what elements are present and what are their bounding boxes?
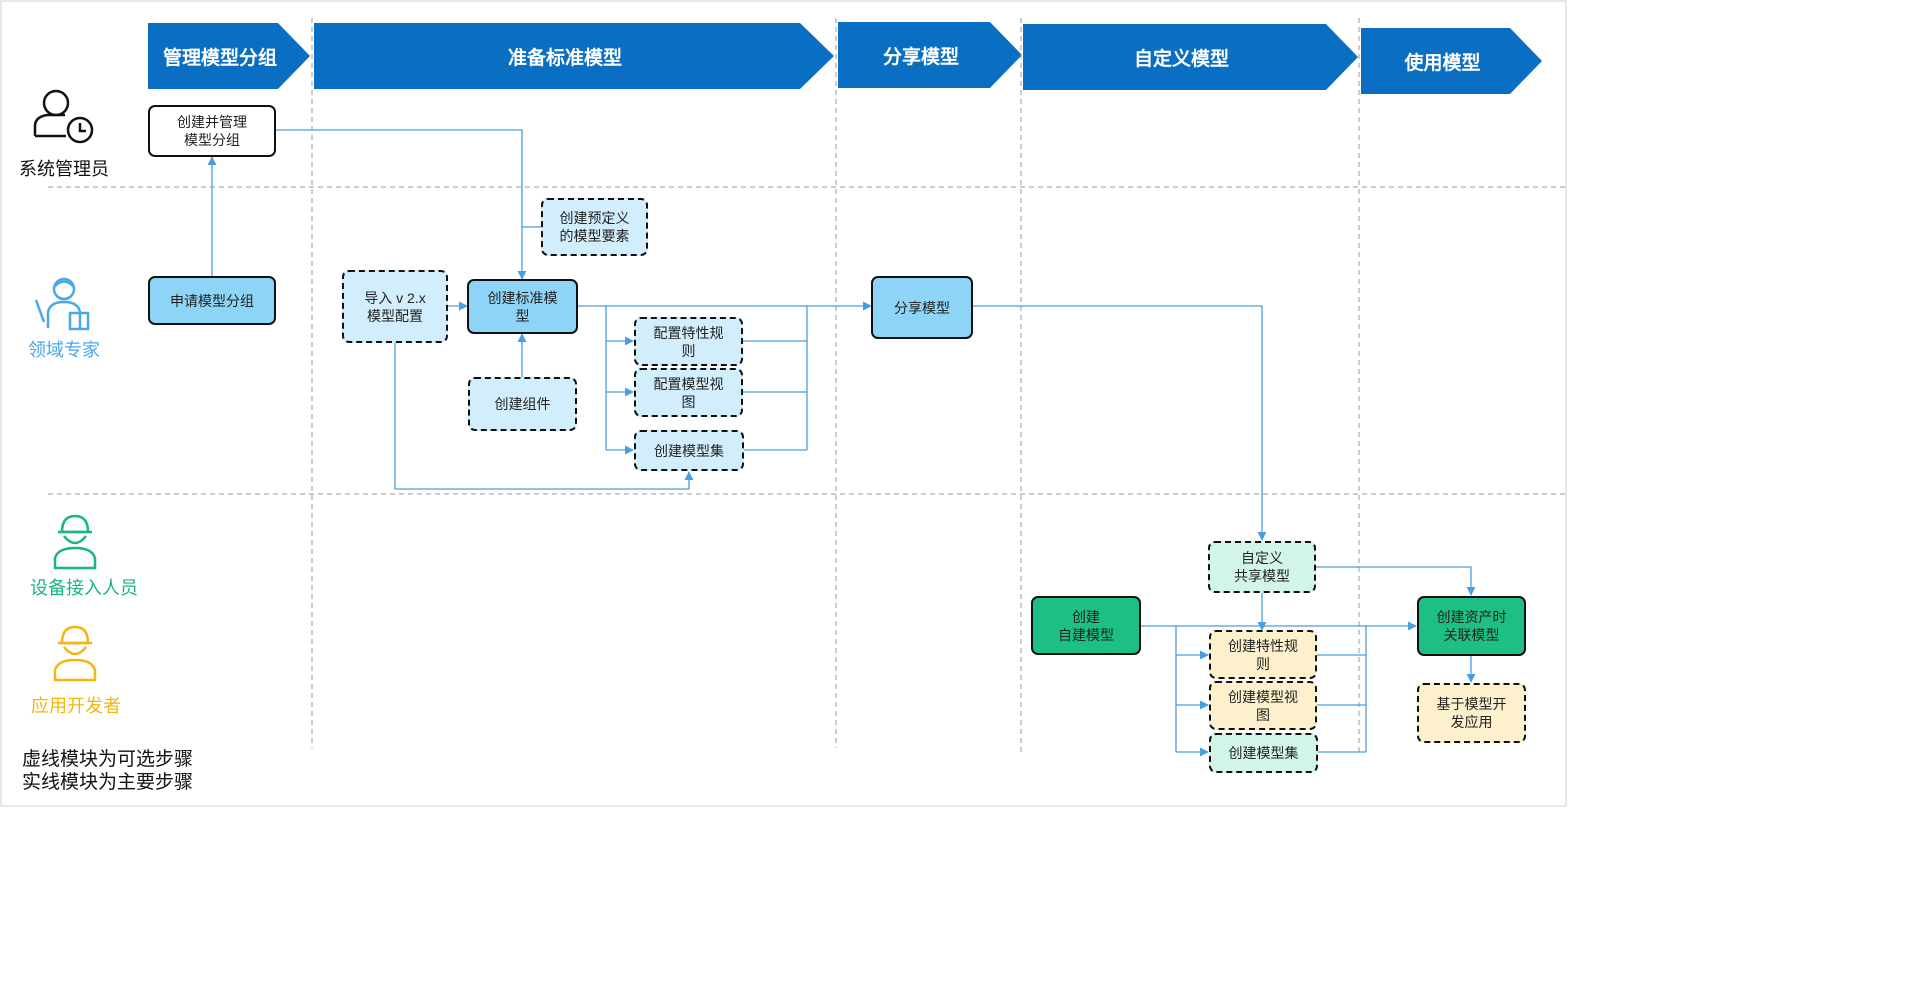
box-create-standard-model: 创建标准模 型 [467,279,578,334]
box-create-model-set: 创建模型集 [1209,733,1318,773]
box-config-property-rule: 配置特性规 则 [634,317,743,366]
phase-use: 使用模型 [1404,52,1481,74]
phase-dividers [311,18,1360,755]
box-develop-app: 基于模型开 发应用 [1417,683,1526,743]
role-label-expert: 领域专家 [28,340,100,360]
box-create-self-model: 创建 自建模型 [1031,596,1141,655]
role-label-developer: 应用开发者 [31,696,121,716]
admin-clock-icon [33,89,94,144]
app-developer-icon [53,625,97,682]
phase-arrow-manage-group [148,23,310,89]
phase-arrow-use [1361,28,1542,94]
outer-frame [0,0,1567,807]
phase-prepare-standard: 准备标准模型 [507,47,622,69]
box-apply-group: 申请模型分组 [148,276,276,325]
domain-expert-icon [34,277,90,331]
connector-lines [207,129,1476,757]
legend-solid: 实线模块为主要步骤 [22,772,194,793]
box-asset-link-model: 创建资产时 关联模型 [1417,596,1526,656]
lane-dividers [48,186,1566,495]
box-create-property-rule: 创建特性规 则 [1209,630,1317,679]
phase-manage-group: 管理模型分组 [162,47,277,69]
box-predefined-elements: 创建预定义 的模型要素 [541,198,648,256]
box-customize-shared-model: 自定义 共享模型 [1208,541,1316,593]
phase-customize: 自定义模型 [1133,48,1229,70]
box-config-model-view: 配置模型视 图 [634,368,743,417]
box-create-component: 创建组件 [468,377,577,431]
role-label-admin: 系统管理员 [19,159,109,179]
phase-arrow-share [838,22,1022,88]
box-share-model: 分享模型 [871,276,973,339]
box-import-v2: 导入 v 2.x 模型配置 [342,270,448,343]
role-label-device: 设备接入人员 [30,578,138,598]
legend-dashed: 虚线模块为可选步骤 [22,749,194,770]
box-config-model-set: 创建模型集 [634,430,744,471]
box-create-model-view: 创建模型视 图 [1209,681,1317,730]
phase-share: 分享模型 [882,46,959,68]
process-diagram [0,0,1567,807]
device-engineer-icon [53,514,97,570]
box-create-group: 创建并管理 模型分组 [148,105,276,157]
phase-arrow-prepare-standard [314,23,834,89]
phase-arrow-customize [1023,24,1358,90]
